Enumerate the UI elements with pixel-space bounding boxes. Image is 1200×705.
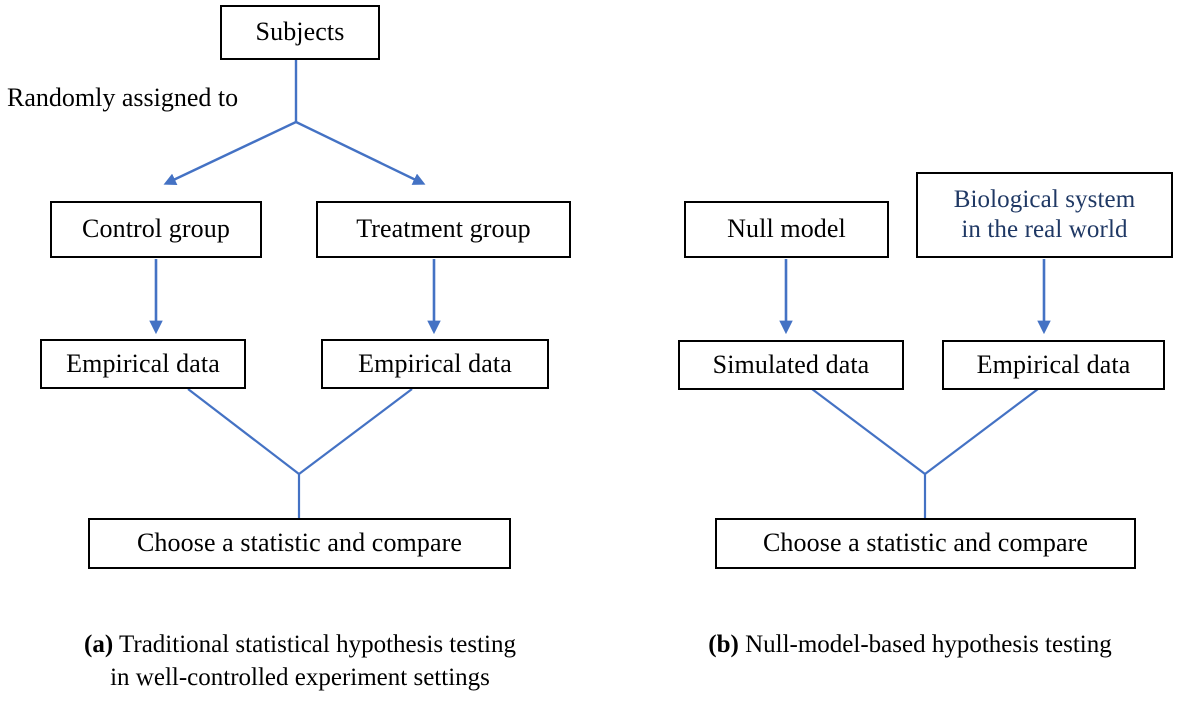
edge-subjects-to-treatment xyxy=(295,120,426,185)
caption-b-line-1: (b) Null-model-based hypothesis testing xyxy=(620,628,1200,661)
node-biological-system[interactable]: Biological system in the real world xyxy=(916,172,1173,258)
caption-b-tag: (b) xyxy=(708,631,739,658)
edge-simulated-merge xyxy=(811,388,926,475)
caption-a-tag: (a) xyxy=(84,631,114,658)
node-null-model[interactable]: Null model xyxy=(684,201,889,258)
biological-system-line-2: in the real world xyxy=(961,216,1128,243)
node-treatment-group[interactable]: Treatment group xyxy=(316,201,571,258)
biological-system-line-1: Biological system xyxy=(953,185,1136,213)
edge-empirical-right-merge xyxy=(298,388,413,475)
node-simulated-data[interactable]: Simulated data xyxy=(678,340,904,390)
caption-a-line-1: (a) Traditional statistical hypothesis t… xyxy=(0,628,600,661)
edge-empirical-left-merge xyxy=(187,388,300,475)
caption-b-text-1: Null-model-based hypothesis testing xyxy=(745,631,1112,658)
label-randomly-assigned-to: Randomly assigned to xyxy=(7,83,239,112)
node-control-group[interactable]: Control group xyxy=(50,201,262,258)
caption-a-text-1: Traditional statistical hypothesis testi… xyxy=(118,631,516,658)
node-empirical-data-control[interactable]: Empirical data xyxy=(40,339,246,389)
edge-subjects-to-control xyxy=(163,120,297,185)
node-empirical-data-b[interactable]: Empirical data xyxy=(942,340,1165,390)
node-subjects[interactable]: Subjects xyxy=(220,5,380,60)
caption-panel-b: (b) Null-model-based hypothesis testing xyxy=(620,628,1200,661)
node-choose-statistic-b[interactable]: Choose a statistic and compare xyxy=(715,518,1136,569)
caption-panel-a: (a) Traditional statistical hypothesis t… xyxy=(0,628,600,694)
caption-a-text-2: in well-controlled experiment settings xyxy=(110,664,490,691)
node-empirical-data-treatment[interactable]: Empirical data xyxy=(321,339,549,389)
edge-empirical-merge xyxy=(924,388,1039,475)
node-choose-statistic-a[interactable]: Choose a statistic and compare xyxy=(88,518,511,569)
